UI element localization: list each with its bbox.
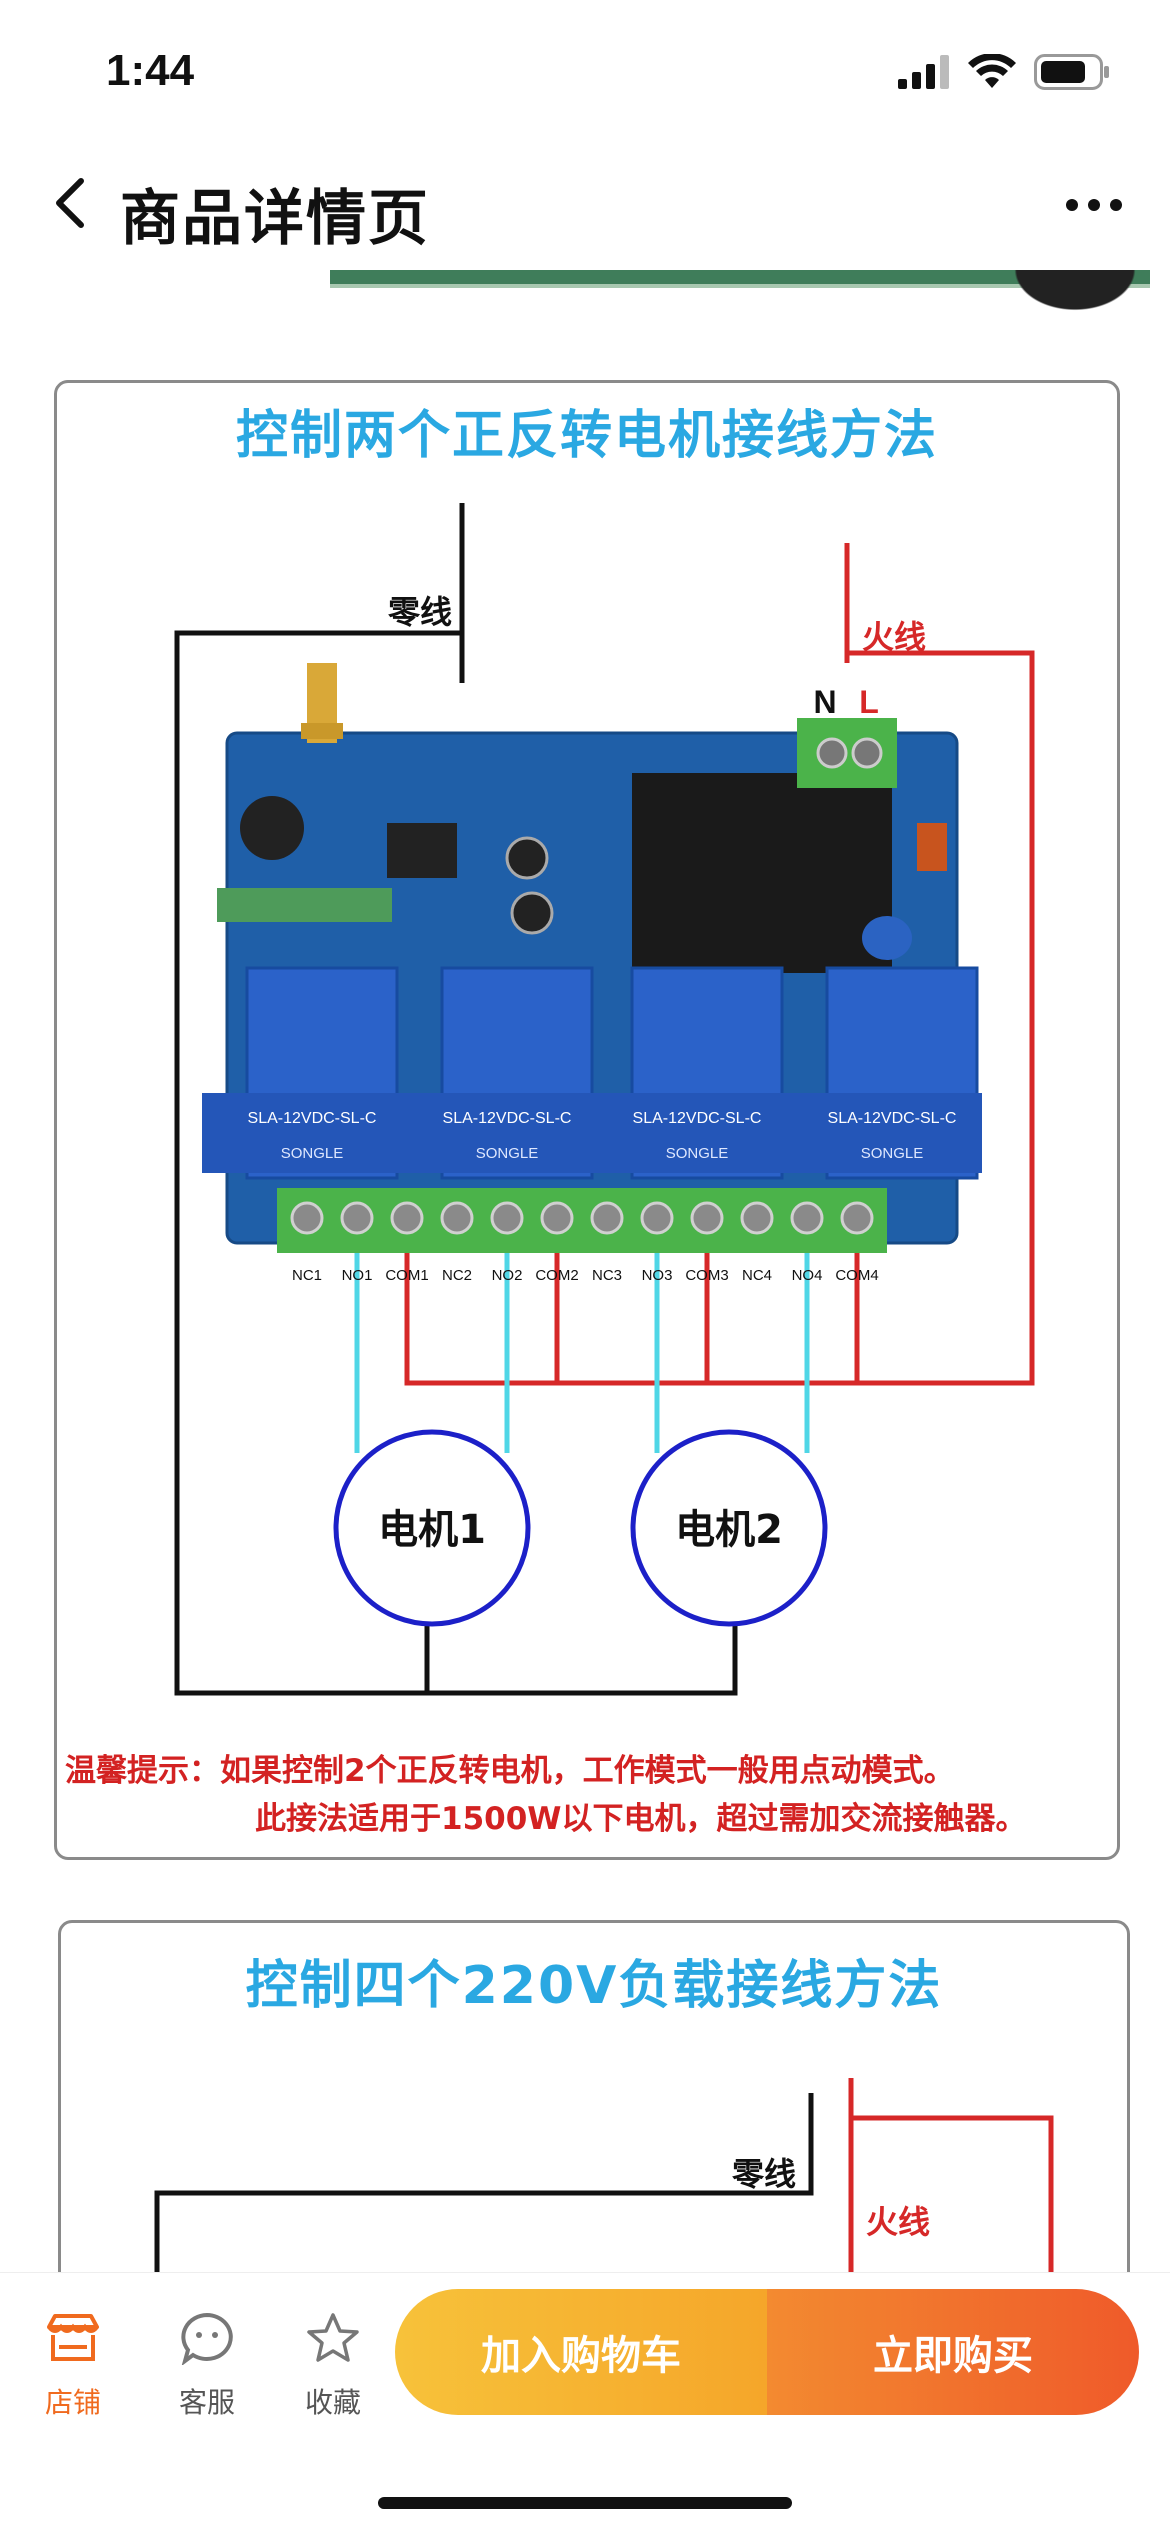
bottom-action-bar: 店铺 客服 收藏 加入购物车 立即购买 bbox=[0, 2272, 1170, 2532]
wiring-diagram-four-loads: 控制四个220V负载接线方法 零线 火线 N L bbox=[58, 1920, 1130, 2272]
diagram-title: 控制两个正反转电机接线方法 bbox=[235, 406, 938, 466]
terminal-screw bbox=[790, 1201, 824, 1235]
relay bbox=[587, 966, 787, 1180]
previous-image-edge-dark bbox=[1000, 270, 1150, 320]
shop-button[interactable]: 店铺 bbox=[18, 2303, 128, 2421]
terminal-label: COM3 bbox=[685, 1267, 728, 1284]
wifi-icon bbox=[968, 54, 1016, 88]
shop-icon bbox=[47, 2314, 99, 2361]
terminal-screw bbox=[640, 1201, 674, 1235]
page-title: 商品详情页 bbox=[120, 184, 430, 254]
product-detail-content[interactable]: 控制两个正反转电机接线方法 bbox=[0, 270, 1170, 2272]
favorite-label: 收藏 bbox=[304, 2386, 361, 2419]
nav-bar: 商品详情页 bbox=[0, 140, 1170, 270]
tip-line-1: 温馨提示：如果控制2个正反转电机，工作模式一般用点动模式。 bbox=[65, 1753, 955, 1789]
chat-bubble-icon bbox=[181, 2312, 233, 2365]
relay-brand: SONGLE bbox=[861, 1145, 924, 1162]
relay bbox=[782, 966, 982, 1180]
more-button[interactable] bbox=[1054, 180, 1134, 230]
terminal-label: COM1 bbox=[385, 1267, 428, 1284]
relay-model: SLA-12VDC-SL-C bbox=[248, 1110, 377, 1127]
terminal-screw bbox=[690, 1201, 724, 1235]
service-button[interactable]: 客服 bbox=[152, 2303, 262, 2421]
relay bbox=[202, 966, 402, 1180]
status-bar: 1:44 bbox=[0, 0, 1170, 140]
wiring-diagram: SLA-12VDC-SL-C SLA-12VDC-SL-C SLA-12VDC-… bbox=[174, 503, 1035, 1696]
relay-brand: SONGLE bbox=[281, 1145, 344, 1162]
favorite-button[interactable]: 收藏 bbox=[278, 2303, 388, 2421]
terminal-label: NC4 bbox=[742, 1267, 772, 1284]
chevron-left-icon bbox=[56, 178, 84, 228]
home-indicator[interactable] bbox=[378, 2497, 792, 2509]
back-button[interactable] bbox=[40, 168, 100, 238]
relay-model: SLA-12VDC-SL-C bbox=[633, 1110, 762, 1127]
previous-image-edge bbox=[330, 270, 1150, 288]
star-icon bbox=[307, 2313, 359, 2362]
service-label: 客服 bbox=[178, 2386, 235, 2419]
neutral-wire-label: 零线 bbox=[388, 593, 452, 631]
terminal-screw bbox=[340, 1201, 374, 1235]
terminal-screw bbox=[290, 1201, 324, 1235]
terminal-screw bbox=[440, 1201, 474, 1235]
relay-model: SLA-12VDC-SL-C bbox=[828, 1110, 957, 1127]
add-to-cart-button[interactable]: 加入购物车 bbox=[395, 2289, 767, 2415]
terminal-label: NC3 bbox=[592, 1267, 622, 1284]
signal-icon bbox=[898, 55, 949, 89]
relay-brand: SONGLE bbox=[666, 1145, 729, 1162]
more-dots-icon bbox=[1066, 199, 1078, 211]
terminal-label: NO1 bbox=[342, 1267, 373, 1284]
relay bbox=[397, 966, 597, 1180]
diagram-title: 控制四个220V负载接线方法 bbox=[245, 1956, 943, 2016]
relay-brand: SONGLE bbox=[476, 1145, 539, 1162]
terminal-label: NC1 bbox=[292, 1267, 322, 1284]
wiring-diagram: 零线 火线 N L bbox=[154, 2078, 1054, 2272]
l-terminal-label: L bbox=[859, 684, 879, 720]
status-time: 1:44 bbox=[106, 46, 195, 95]
live-wire-label: 火线 bbox=[862, 618, 926, 656]
motor-2 bbox=[630, 1429, 828, 1627]
battery-icon bbox=[1034, 54, 1109, 90]
wiring-diagram-two-motors: 控制两个正反转电机接线方法 bbox=[54, 380, 1120, 1860]
terminal-label: COM4 bbox=[835, 1267, 878, 1284]
motor-1 bbox=[333, 1429, 531, 1627]
terminal-label: COM2 bbox=[535, 1267, 578, 1284]
terminal-label: NC2 bbox=[442, 1267, 472, 1284]
terminal-screw bbox=[490, 1201, 524, 1235]
tip-line-2: 此接法适用于1500W以下电机，超过需加交流接触器。 bbox=[255, 1801, 1027, 1837]
motor-1-label: 电机1 bbox=[378, 1507, 486, 1553]
buy-now-button[interactable]: 立即购买 bbox=[767, 2289, 1139, 2415]
shop-label: 店铺 bbox=[44, 2386, 101, 2419]
n-terminal-label: N bbox=[813, 684, 836, 720]
neutral-wire-label: 零线 bbox=[732, 2155, 796, 2193]
relay-model: SLA-12VDC-SL-C bbox=[443, 1110, 572, 1127]
terminal-screw bbox=[840, 1201, 874, 1235]
motor-2-label: 电机2 bbox=[675, 1507, 783, 1553]
terminal-screw bbox=[590, 1201, 624, 1235]
terminal-screw bbox=[740, 1201, 774, 1235]
terminal-label: NO2 bbox=[492, 1267, 523, 1284]
live-wire-label: 火线 bbox=[866, 2203, 930, 2241]
status-icons bbox=[898, 52, 1110, 92]
terminal-label: NO3 bbox=[642, 1267, 673, 1284]
terminal-label: NO4 bbox=[792, 1267, 823, 1284]
terminal-screw bbox=[540, 1201, 574, 1235]
terminal-screw bbox=[390, 1201, 424, 1235]
